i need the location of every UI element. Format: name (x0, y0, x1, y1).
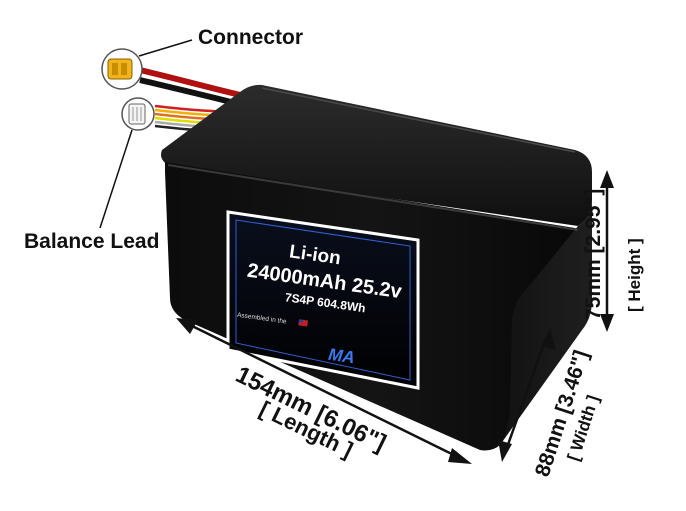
label-logo: MA (327, 345, 356, 367)
connector-plug (101, 48, 143, 90)
width-arrow (498, 328, 556, 462)
length-arrow (176, 318, 472, 464)
connector-callout-label: Connector (198, 26, 303, 49)
balance-lead-leader-line (99, 129, 133, 229)
balance-connector (121, 97, 155, 131)
battery-label: Li-ion 24000mAh 25.2v 7S4P 604.8Wh Assem… (226, 210, 420, 390)
connector-leader-line (138, 39, 193, 57)
us-flag-icon (298, 319, 309, 327)
balance-lead-callout-label: Balance Lead (24, 230, 160, 253)
height-arrow (600, 170, 614, 332)
height-name: [ Height ] (625, 238, 644, 312)
height-dimension: 75mm [2.95"] (582, 189, 605, 320)
